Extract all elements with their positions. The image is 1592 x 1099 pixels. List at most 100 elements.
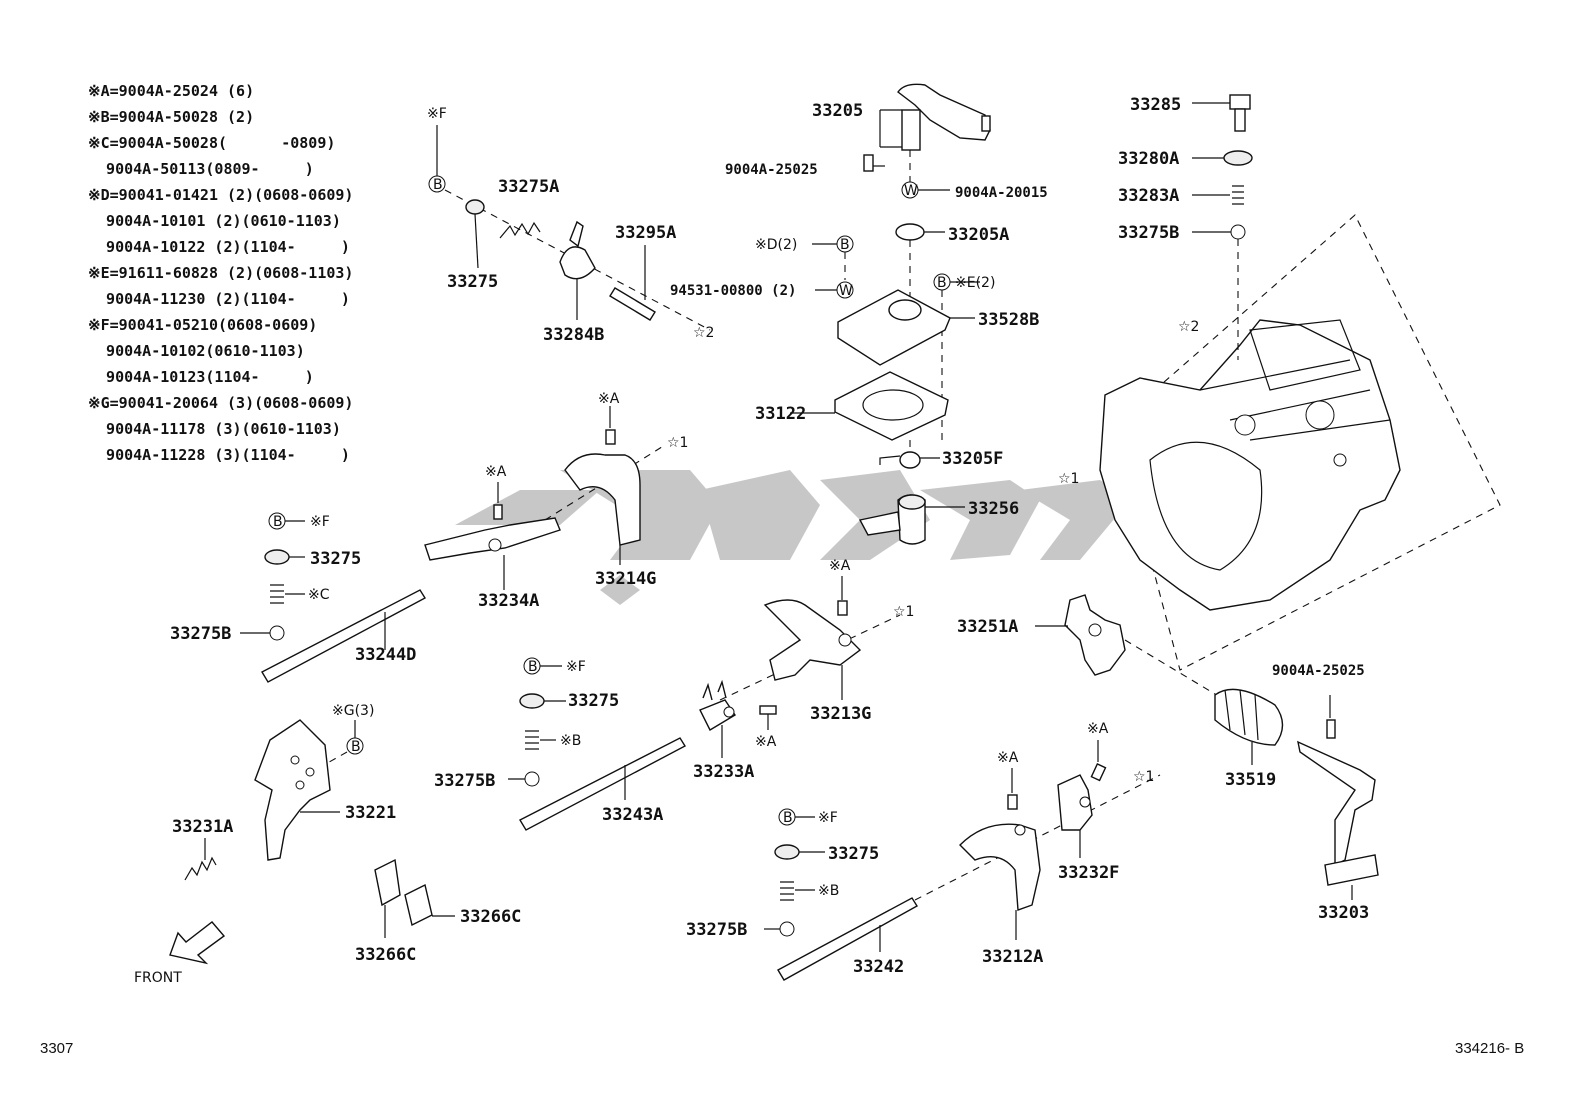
label-note-g3: ※G(3) — [332, 703, 374, 719]
label-33283a: 33283A — [1118, 186, 1179, 206]
label-note-f-mid: ※F — [566, 659, 586, 675]
mark-b-g: B — [351, 739, 361, 755]
fork-group-upper — [424, 406, 666, 590]
label-note-a-mid: ※A — [829, 558, 851, 574]
mark-w-top: W — [904, 183, 918, 199]
label-note-f-left: ※F — [310, 514, 330, 530]
label-note-f-top: ※F — [427, 106, 447, 122]
label-33285: 33285 — [1130, 95, 1181, 115]
label-9004a-20015: 9004A-20015 — [955, 185, 1048, 201]
fork-group-lower: B — [764, 740, 1161, 981]
spring-33231a — [184, 856, 217, 881]
cover-33528b — [837, 289, 951, 366]
fork-33213g — [763, 599, 862, 681]
label-33122: 33122 — [755, 404, 806, 424]
label-33213g: 33213G — [810, 704, 871, 724]
pad-33266c-a — [374, 858, 401, 907]
block-33284b — [559, 246, 596, 280]
label-note-a-b1: ※A — [997, 750, 1019, 766]
label-33203: 33203 — [1318, 903, 1369, 923]
shaft-33244d — [261, 589, 426, 683]
label-front: FRONT — [134, 970, 182, 986]
legend-row-c2: 9004A-50113(0809- ) — [88, 160, 314, 178]
label-33243a: 33243A — [602, 805, 663, 825]
mark-b-bottom: B — [783, 810, 793, 826]
fork-group-middle — [719, 576, 901, 701]
label-33233a: 33233A — [693, 762, 754, 782]
arm-33205 — [897, 83, 991, 141]
lower-left-group: B — [184, 719, 455, 938]
legend-row-e1: ※E=91611-60828 (2)(0608-1103) — [88, 264, 354, 282]
labels: 33205 9004A-25025 9004A-20015 33205A ※D(… — [134, 95, 1369, 986]
label-33231a: 33231A — [172, 817, 233, 837]
mark-b-left: B — [273, 514, 283, 530]
label-33528b: 33528B — [978, 310, 1039, 330]
spring-33275a — [499, 221, 541, 239]
label-33221: 33221 — [345, 803, 396, 823]
legend-row-f3: 9004A-10123(1104- ) — [88, 368, 314, 386]
label-note-b-mid: ※B — [560, 733, 581, 749]
label-33214g: 33214G — [595, 569, 656, 589]
ball-33275b-tr — [1230, 224, 1246, 240]
label-33256: 33256 — [968, 499, 1019, 519]
bracket-33221 — [254, 719, 331, 861]
label-star1-b: ☆1 — [1133, 769, 1154, 785]
label-33205: 33205 — [812, 101, 863, 121]
spring-33205f — [899, 451, 921, 469]
pad-33266c-b — [404, 883, 433, 927]
mark-w-mid: W — [839, 283, 853, 299]
label-33275-top: 33275 — [447, 272, 498, 292]
boot-33519 — [1214, 688, 1284, 746]
label-note-f-b: ※F — [818, 810, 838, 826]
legend-row-g1: ※G=90041-20064 (3)(0608-0609) — [88, 394, 354, 412]
label-33275-b: 33275 — [828, 844, 879, 864]
legend-row-b: ※B=9004A-50028 (2) — [88, 108, 255, 126]
legend-row-d3: 9004A-10122 (2)(1104- ) — [88, 238, 350, 256]
label-star1-case: ☆1 — [1058, 471, 1079, 487]
label-note-a-b2: ※A — [1087, 721, 1109, 737]
block-33232f — [1057, 774, 1093, 831]
label-note-a-33233a: ※A — [755, 734, 777, 750]
transmission-case — [1099, 214, 1501, 671]
top-left-group: B — [428, 125, 711, 331]
label-note-c: ※C — [308, 587, 330, 603]
front-arrow-icon — [169, 921, 226, 965]
legend-row-e2: 9004A-11230 (2)(1104- ) — [88, 290, 350, 308]
shaft-33243a — [519, 737, 686, 831]
washer-33280a — [1223, 150, 1253, 166]
label-33275b-mid: 33275B — [434, 771, 495, 791]
label-33266c-b: 33266C — [355, 945, 416, 965]
label-33275b-left: 33275B — [170, 624, 231, 644]
shaft-33244d-group: B — [240, 512, 426, 683]
footer-left: 3307 — [40, 1040, 74, 1057]
legend-row-d1: ※D=90041-01421 (2)(0608-0609) — [88, 186, 354, 204]
shaft-33242 — [777, 897, 918, 981]
label-33275b-tr: 33275B — [1118, 223, 1179, 243]
footer-right: 334216- B — [1455, 1040, 1525, 1057]
legend-row-g2: 9004A-11178 (3)(0610-1103) — [88, 420, 341, 438]
shaft-33243a-group: B — [508, 657, 777, 831]
fork-33212a — [959, 823, 1041, 911]
mark-b-e: B — [937, 275, 947, 291]
shift-arm-assembly: W B W B — [790, 83, 991, 545]
label-33232f: 33232F — [1058, 863, 1119, 883]
label-33275-left: 33275 — [310, 549, 361, 569]
label-33295a: 33295A — [615, 223, 676, 243]
label-33275b-b: 33275B — [686, 920, 747, 940]
label-33275-mid: 33275 — [568, 691, 619, 711]
label-33205f: 33205F — [942, 449, 1003, 469]
legend-row-c1: ※C=9004A-50028( -0809) — [88, 134, 336, 152]
label-33280a: 33280A — [1118, 149, 1179, 169]
label-9004a-25025-r: 9004A-25025 — [1272, 663, 1365, 679]
label-33284b: 33284B — [543, 325, 604, 345]
right-lower-group — [1035, 594, 1379, 900]
legend-row-a: ※A=9004A-25024 (6) — [88, 82, 255, 100]
legend-row-g3: 9004A-11228 (3)(1104- ) — [88, 446, 350, 464]
label-star1-mid: ☆1 — [893, 604, 914, 620]
legend-row-f2: 9004A-10102(0610-1103) — [88, 342, 305, 360]
label-33244d: 33244D — [355, 645, 416, 665]
legend-row-f1: ※F=90041-05210(0608-0609) — [88, 316, 318, 334]
mark-b-mid: B — [528, 659, 538, 675]
lever-33203 — [1297, 740, 1376, 867]
